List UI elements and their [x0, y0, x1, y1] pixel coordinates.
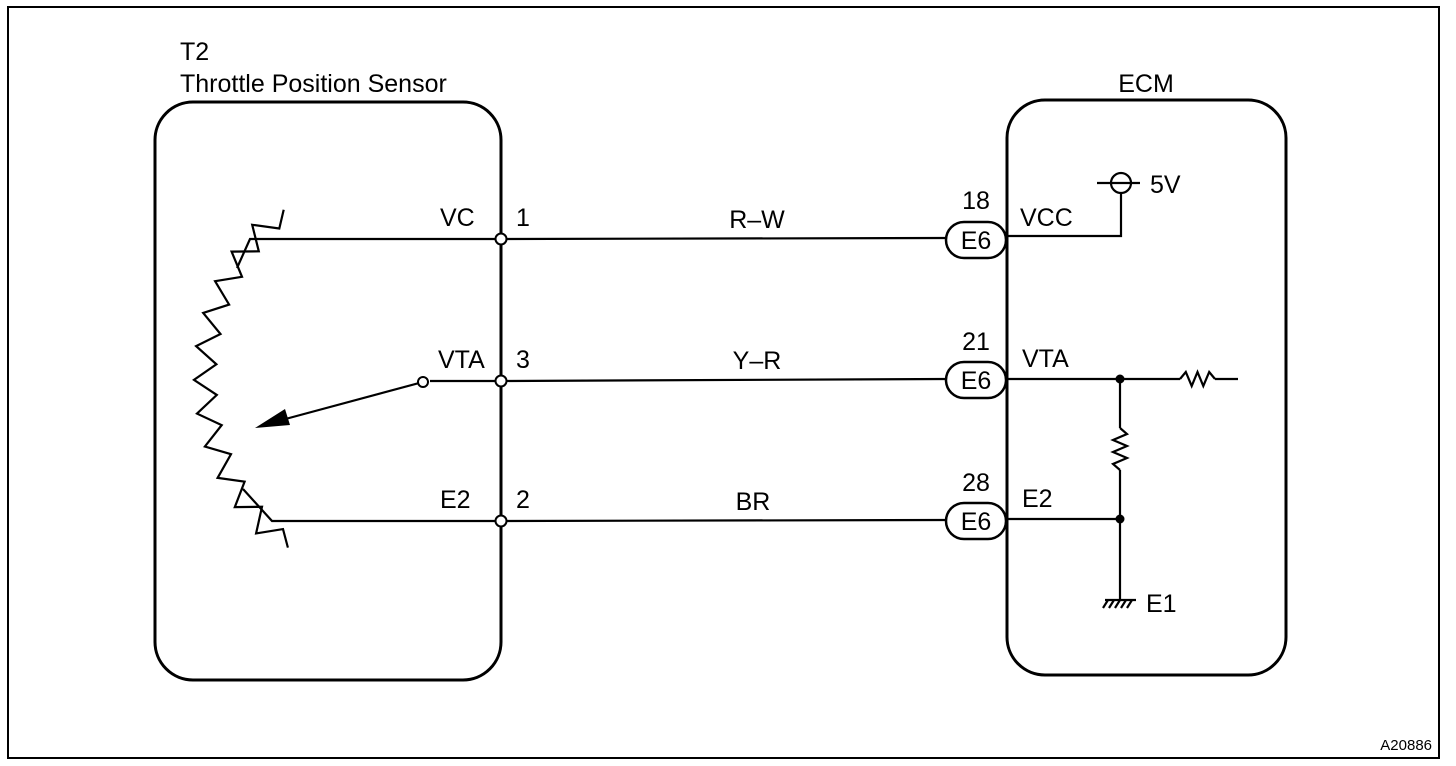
wire-color-yr: Y–R — [733, 347, 782, 375]
pin-2-number: 2 — [516, 486, 530, 514]
terminal-1 — [494, 232, 508, 246]
terminal-vta-label: VTA — [1022, 345, 1069, 373]
terminal-e2-label: E2 — [1022, 485, 1053, 513]
harness-wires: R–W Y–R BR — [499, 206, 947, 523]
ecm-box — [1005, 98, 1288, 677]
connector-e6-18 — [944, 220, 1008, 260]
vc-internal-wire — [235, 237, 500, 269]
pin-vc-label: VC — [440, 204, 475, 232]
connector-18-pin: 18 — [962, 187, 990, 215]
wire-vta — [499, 377, 947, 383]
potentiometer-resistor — [192, 209, 289, 548]
ecm-unit: ECM E6 18 E6 21 E6 28 VCC VTA E2 5V — [944, 70, 1288, 677]
wiper-arrow-icon — [255, 409, 290, 428]
wire-color-rw: R–W — [729, 206, 785, 234]
supply-voltage-label: 5V — [1150, 171, 1181, 199]
vcc-internal-wire — [1006, 194, 1123, 238]
e2-internal-wire — [242, 488, 500, 523]
pin-3-number: 3 — [516, 346, 530, 374]
wiper-arm — [277, 380, 424, 423]
connector-e6-21-code: E6 — [961, 367, 992, 395]
connector-e6-28-code: E6 — [961, 508, 992, 536]
wiper-pivot — [417, 376, 429, 388]
throttle-position-sensor: T2 Throttle Position Sensor VC 1 VTA 3 E… — [153, 38, 530, 682]
wire-color-br: BR — [736, 488, 771, 516]
terminal-2 — [494, 514, 508, 528]
sensor-box — [153, 100, 503, 682]
vta-shunt-resistor — [1110, 427, 1130, 471]
connector-e6-28 — [944, 501, 1008, 541]
terminal-vcc-label: VCC — [1020, 204, 1073, 232]
sensor-name: Throttle Position Sensor — [180, 70, 447, 98]
connector-28-pin: 28 — [962, 469, 990, 497]
diagram-frame — [7, 6, 1440, 759]
terminal-3 — [494, 374, 508, 388]
figure-id: A20886 — [1380, 737, 1432, 754]
connector-e6-18-code: E6 — [961, 227, 992, 255]
wire-e2 — [499, 518, 947, 523]
ground-label: E1 — [1146, 590, 1177, 618]
vta-pullup-resistor — [1179, 369, 1216, 389]
sensor-code: T2 — [180, 38, 209, 66]
pin-vta-label: VTA — [438, 346, 485, 374]
ecm-title: ECM — [1118, 70, 1174, 98]
connector-21-pin: 21 — [962, 328, 990, 356]
wire-vc — [499, 236, 947, 241]
pin-e2-label: E2 — [440, 486, 471, 514]
pin-1-number: 1 — [516, 204, 530, 232]
ground-icon — [1102, 599, 1133, 609]
